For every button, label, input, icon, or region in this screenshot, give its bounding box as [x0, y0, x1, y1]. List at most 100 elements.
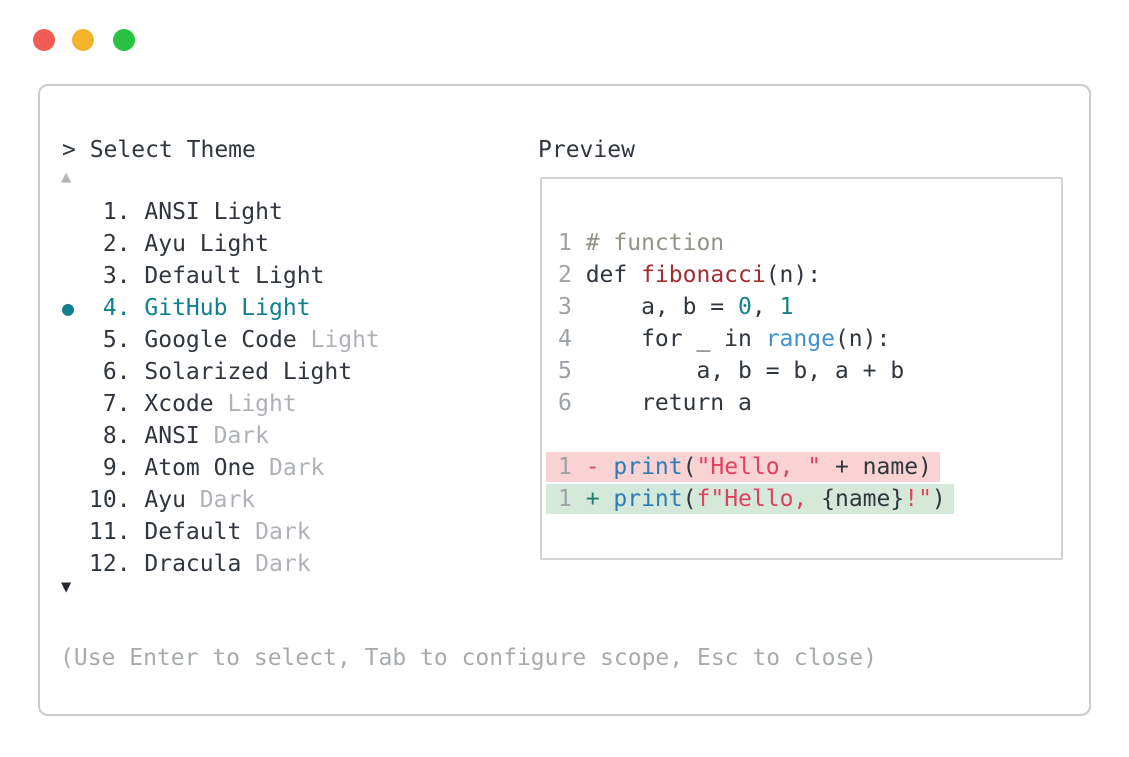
code-token: print [613, 486, 683, 512]
bullet-spacer [62, 516, 89, 548]
bullet-spacer [62, 356, 89, 388]
theme-item-9[interactable]: 9. Atom One Dark [62, 452, 380, 484]
theme-item-4[interactable]: ●4.GitHub Light [62, 292, 380, 324]
code-token: def [585, 262, 642, 288]
theme-item-number: 12. [89, 551, 131, 577]
scroll-up-icon[interactable]: ▲ [61, 167, 72, 187]
line-number: 3 [558, 294, 572, 320]
theme-item-number: 1. [102, 199, 131, 225]
code-token: print [613, 454, 683, 480]
theme-item-label-dim: Light [310, 327, 380, 353]
code-token: 0 [738, 294, 752, 320]
bullet-spacer [62, 452, 89, 484]
theme-item-label: Google Code [144, 327, 297, 353]
code-token: "Hello, " [696, 454, 822, 480]
code-token: (n): [834, 326, 891, 352]
theme-item-label: ANSI Light [144, 199, 283, 225]
code-token: range [765, 326, 835, 352]
theme-item-label: Solarized Light [144, 359, 353, 385]
theme-item-2[interactable]: 2. Ayu Light [62, 228, 380, 260]
prompt-label: > Select Theme [62, 137, 256, 163]
theme-item-number: 9. [102, 455, 131, 481]
code-token: 1 [779, 294, 794, 320]
theme-item-number: 2. [102, 231, 131, 257]
theme-item-label-dim: Dark [269, 455, 325, 481]
code-line: 4 for _ in range(n): [558, 323, 954, 355]
line-number: 1 [558, 454, 572, 480]
minimize-button[interactable] [72, 29, 94, 51]
theme-item-number: 5. [102, 327, 131, 353]
preview-title: Preview [538, 137, 635, 163]
theme-item-label-dim: Dark [255, 519, 311, 545]
bullet-spacer [62, 260, 89, 292]
theme-item-label: Atom One [144, 455, 256, 481]
line-number: 2 [558, 262, 572, 288]
code-token: {name} [821, 486, 905, 512]
theme-item-6[interactable]: 6. Solarized Light [62, 356, 380, 388]
code-line: 3 a, b = 0, 1 [558, 291, 954, 323]
theme-item-number: 4. [102, 295, 131, 321]
bullet-spacer [62, 196, 89, 228]
line-number: 4 [558, 326, 572, 352]
theme-picker-window: > Select Theme ▲ 1. ANSI Light 2. Ayu Light… [38, 84, 1091, 716]
theme-item-number: 10. [89, 487, 131, 513]
code-token: a, b = [585, 294, 739, 320]
theme-item-label: Default [144, 519, 242, 545]
code-token: ( [682, 486, 697, 512]
close-button[interactable] [33, 29, 55, 51]
code-token: return a [585, 390, 752, 416]
code-token: !" [904, 486, 932, 512]
code-content: 6 return a [558, 390, 752, 416]
code-token: fibonacci [641, 262, 766, 288]
theme-item-number: 11. [89, 519, 131, 545]
theme-item-label: Xcode [144, 391, 214, 417]
theme-item-number: 8. [102, 423, 131, 449]
code-token: - [585, 454, 614, 480]
code-token: , [751, 294, 780, 320]
theme-item-label: Dracula [144, 551, 242, 577]
theme-item-1[interactable]: 1. ANSI Light [62, 196, 380, 228]
diff-highlight: 1+ print(f"Hello, {name}!") [546, 484, 954, 514]
theme-item-number: 6. [102, 359, 131, 385]
theme-item-5[interactable]: 5. Google Code Light [62, 324, 380, 356]
code-line: 5 a, b = b, a + b [558, 355, 954, 387]
theme-item-label: Ayu Light [144, 231, 269, 257]
code-token: a, b = b, a + b [585, 358, 905, 384]
bullet-spacer [62, 484, 89, 516]
bullet-spacer [62, 420, 89, 452]
line-number: 5 [558, 358, 572, 384]
scroll-down-icon[interactable]: ▼ [61, 577, 72, 597]
blank-line [558, 419, 954, 451]
code-token: + [585, 486, 614, 512]
line-number: 1 [558, 486, 572, 512]
line-number: 6 [558, 390, 572, 416]
code-line: 1# function [558, 227, 954, 259]
theme-item-3[interactable]: 3. Default Light [62, 260, 380, 292]
code-token: ( [682, 454, 697, 480]
zoom-button[interactable] [113, 29, 135, 51]
theme-item-number: 3. [102, 263, 131, 289]
bullet-spacer [62, 388, 89, 420]
code-content: 5 a, b = b, a + b [558, 358, 904, 384]
theme-item-label-dim: Dark [213, 423, 269, 449]
theme-item-label: Default Light [144, 263, 325, 289]
theme-item-label: GitHub Light [144, 295, 311, 321]
theme-item-label: Ayu [144, 487, 186, 513]
diff-highlight: 1- print("Hello, " + name) [546, 452, 940, 482]
code-token: for _ in [585, 326, 766, 352]
theme-item-11[interactable]: 11. Default Dark [62, 516, 380, 548]
code-content: 1# function [558, 230, 724, 256]
bullet-spacer [62, 228, 89, 260]
code-token: + name) [821, 454, 932, 480]
code-token: # function [585, 230, 725, 256]
code-token: ) [931, 486, 946, 512]
